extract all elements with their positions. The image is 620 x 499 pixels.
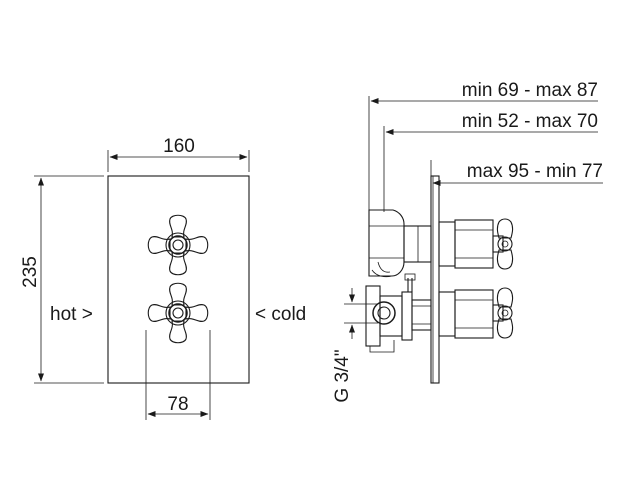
handle-spacing-dimension: 78	[145, 330, 211, 420]
lower-spindle	[438, 289, 504, 339]
depth-dimension-1: min 69 - max 87	[368, 80, 598, 210]
side-view: min 69 - max 87 min 52 - max 70 max 95 -…	[332, 80, 603, 403]
plate-height-dimension: 235	[20, 175, 104, 384]
cold-label: < cold	[255, 304, 306, 325]
handle-spacing-label: 78	[167, 394, 188, 415]
side-plate	[430, 175, 440, 384]
depth-1-label: min 69 - max 87	[462, 80, 598, 101]
hot-label: hot >	[50, 304, 93, 325]
depth-dimension-2: min 52 - max 70	[383, 111, 598, 212]
plate-height-label: 235	[20, 256, 41, 288]
lower-side-handle	[496, 287, 514, 339]
depth-dimension-3: max 95 - min 77	[430, 160, 603, 186]
upper-cross-handle	[147, 214, 209, 276]
lower-connection	[365, 273, 432, 353]
depth-3-label: max 95 - min 77	[467, 161, 603, 182]
plate-width-label: 160	[163, 136, 195, 157]
valve-body	[368, 209, 432, 278]
upper-spindle	[438, 219, 504, 269]
plate-width-dimension: 160	[107, 136, 250, 172]
wall-plate	[107, 175, 250, 384]
lower-cross-handle	[147, 282, 209, 344]
depth-2-label: min 52 - max 70	[462, 111, 598, 132]
connection-dimension: G 3/4"	[332, 288, 378, 403]
connection-label: G 3/4"	[332, 349, 353, 402]
upper-side-handle	[496, 218, 514, 270]
front-view: 160 235 78 hot > < cold	[20, 136, 306, 420]
